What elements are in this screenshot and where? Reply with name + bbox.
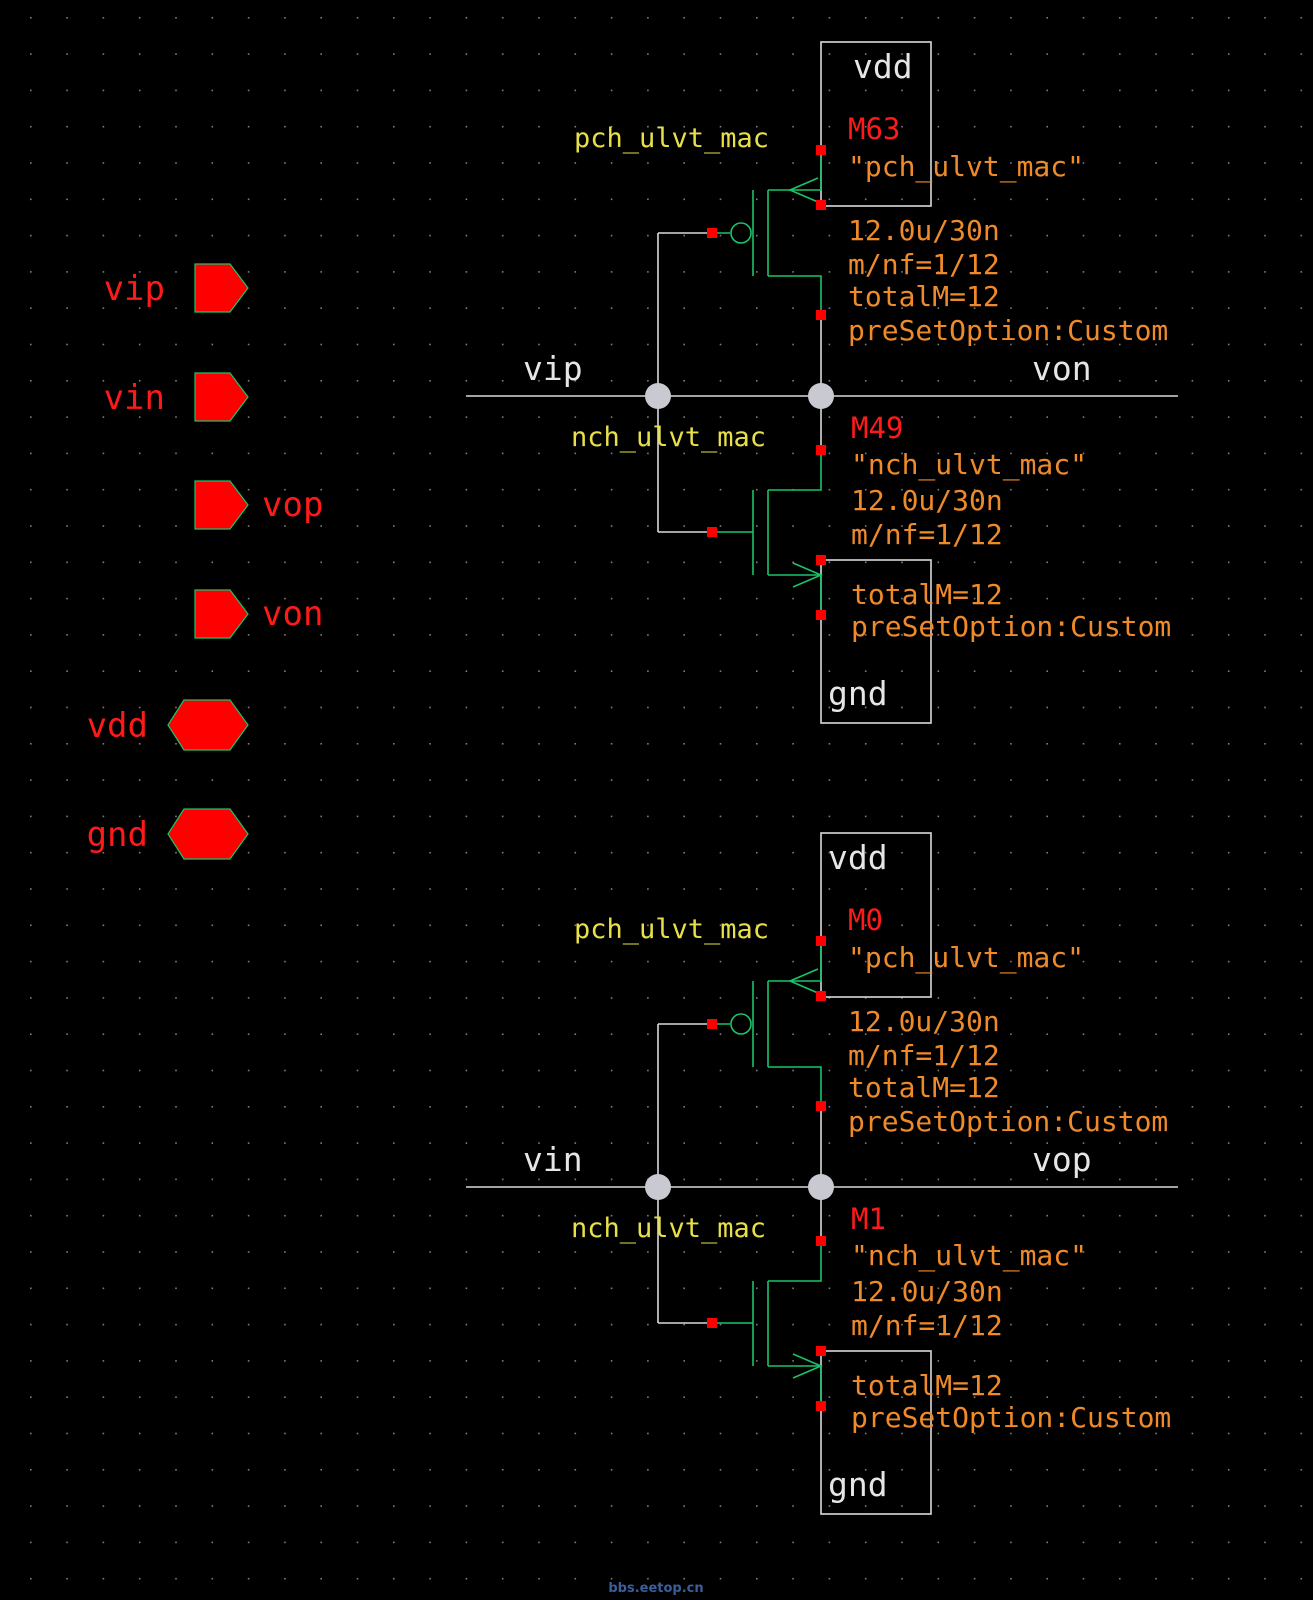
pmos-model-label: "pch_ulvt_mac"	[848, 941, 1084, 975]
pin-vin[interactable]: vin	[104, 372, 249, 422]
ground-label: gnd	[828, 674, 888, 713]
pmos-preset-label: preSetOption:Custom	[848, 1105, 1168, 1138]
nmos-symbol	[712, 1241, 824, 1406]
pmos-mnf-label: m/nf=1/12	[848, 1039, 1000, 1072]
supply-label: vdd	[828, 838, 888, 877]
pmos-symbol	[712, 150, 822, 315]
nmos-totalm-label: totalM=12	[851, 578, 1003, 611]
pmos-type-label: pch_ulvt_mac	[574, 123, 769, 154]
nmos-model-label: "nch_ulvt_mac"	[851, 1239, 1087, 1273]
pin-label: vdd	[87, 706, 148, 746]
supply-label: vdd	[853, 47, 913, 86]
nmos-preset-label: preSetOption:Custom	[851, 1401, 1171, 1434]
pin-label: vip	[104, 269, 165, 309]
nmos-preset-label: preSetOption:Custom	[851, 610, 1171, 643]
pin-vdd[interactable]: vdd	[87, 699, 249, 751]
output-junction-node[interactable]	[808, 383, 834, 409]
pmos-instance-label: M63	[848, 112, 900, 146]
pin-label: von	[262, 594, 323, 634]
inverter-2[interactable]: vdd gnd	[466, 832, 1178, 1515]
pmos-size-label: 12.0u/30n	[848, 214, 1000, 247]
nmos-totalm-label: totalM=12	[851, 1369, 1003, 1402]
nmos-size-label: 12.0u/30n	[851, 484, 1003, 517]
pin-vip[interactable]: vip	[104, 263, 249, 313]
nmos-symbol	[712, 450, 824, 615]
nmos-type-label: nch_ulvt_mac	[571, 422, 766, 453]
output-junction-node[interactable]	[808, 1174, 834, 1200]
pmos-totalm-label: totalM=12	[848, 1071, 1000, 1104]
output-pin-icon	[194, 480, 249, 530]
vdd-supply-box	[820, 832, 932, 998]
pmos-mnf-label: m/nf=1/12	[848, 248, 1000, 281]
watermark: bbs.eetop.cn	[608, 1581, 703, 1596]
ground-label: gnd	[828, 1465, 888, 1504]
pmos-size-label: 12.0u/30n	[848, 1005, 1000, 1038]
pmos-instance-label: M0	[848, 903, 883, 937]
gnd-supply-box	[820, 1350, 932, 1515]
inverter-1[interactable]: vdd gnd	[466, 41, 1178, 724]
pin-label: vop	[262, 485, 323, 525]
device-pins	[707, 145, 826, 620]
pin-von[interactable]: von	[194, 589, 323, 639]
input-pin-icon	[194, 372, 249, 422]
nmos-model-label: "nch_ulvt_mac"	[851, 448, 1087, 482]
pmos-symbol	[712, 941, 822, 1106]
inout-pin-icon	[167, 808, 249, 860]
nmos-size-label: 12.0u/30n	[851, 1275, 1003, 1308]
pmos-preset-label: preSetOption:Custom	[848, 314, 1168, 347]
input-pin-icon	[194, 263, 249, 313]
pin-gnd[interactable]: gnd	[87, 808, 249, 860]
pin-label: vin	[104, 378, 165, 418]
pmos-model-label: "pch_ulvt_mac"	[848, 150, 1084, 184]
inout-pin-icon	[167, 699, 249, 751]
nmos-instance-label: M49	[851, 411, 903, 445]
pin-label: gnd	[87, 815, 148, 855]
grid-dots	[30, 17, 1303, 1580]
pin-vop[interactable]: vop	[194, 480, 323, 530]
pmos-totalm-label: totalM=12	[848, 280, 1000, 313]
gnd-supply-box	[820, 559, 932, 724]
nmos-mnf-label: m/nf=1/12	[851, 518, 1003, 551]
vdd-supply-box	[820, 41, 932, 207]
input-junction-node[interactable]	[645, 1174, 671, 1200]
nmos-mnf-label: m/nf=1/12	[851, 1309, 1003, 1342]
device-pins	[707, 936, 826, 1411]
output-net-label: vop	[1032, 1140, 1092, 1179]
output-net-label: von	[1032, 349, 1092, 388]
input-net-label: vin	[523, 1140, 583, 1179]
nmos-type-label: nch_ulvt_mac	[571, 1213, 766, 1244]
output-pin-icon	[194, 589, 249, 639]
input-net-label: vip	[523, 349, 583, 388]
nmos-instance-label: M1	[851, 1202, 886, 1236]
pmos-type-label: pch_ulvt_mac	[574, 914, 769, 945]
input-junction-node[interactable]	[645, 383, 671, 409]
